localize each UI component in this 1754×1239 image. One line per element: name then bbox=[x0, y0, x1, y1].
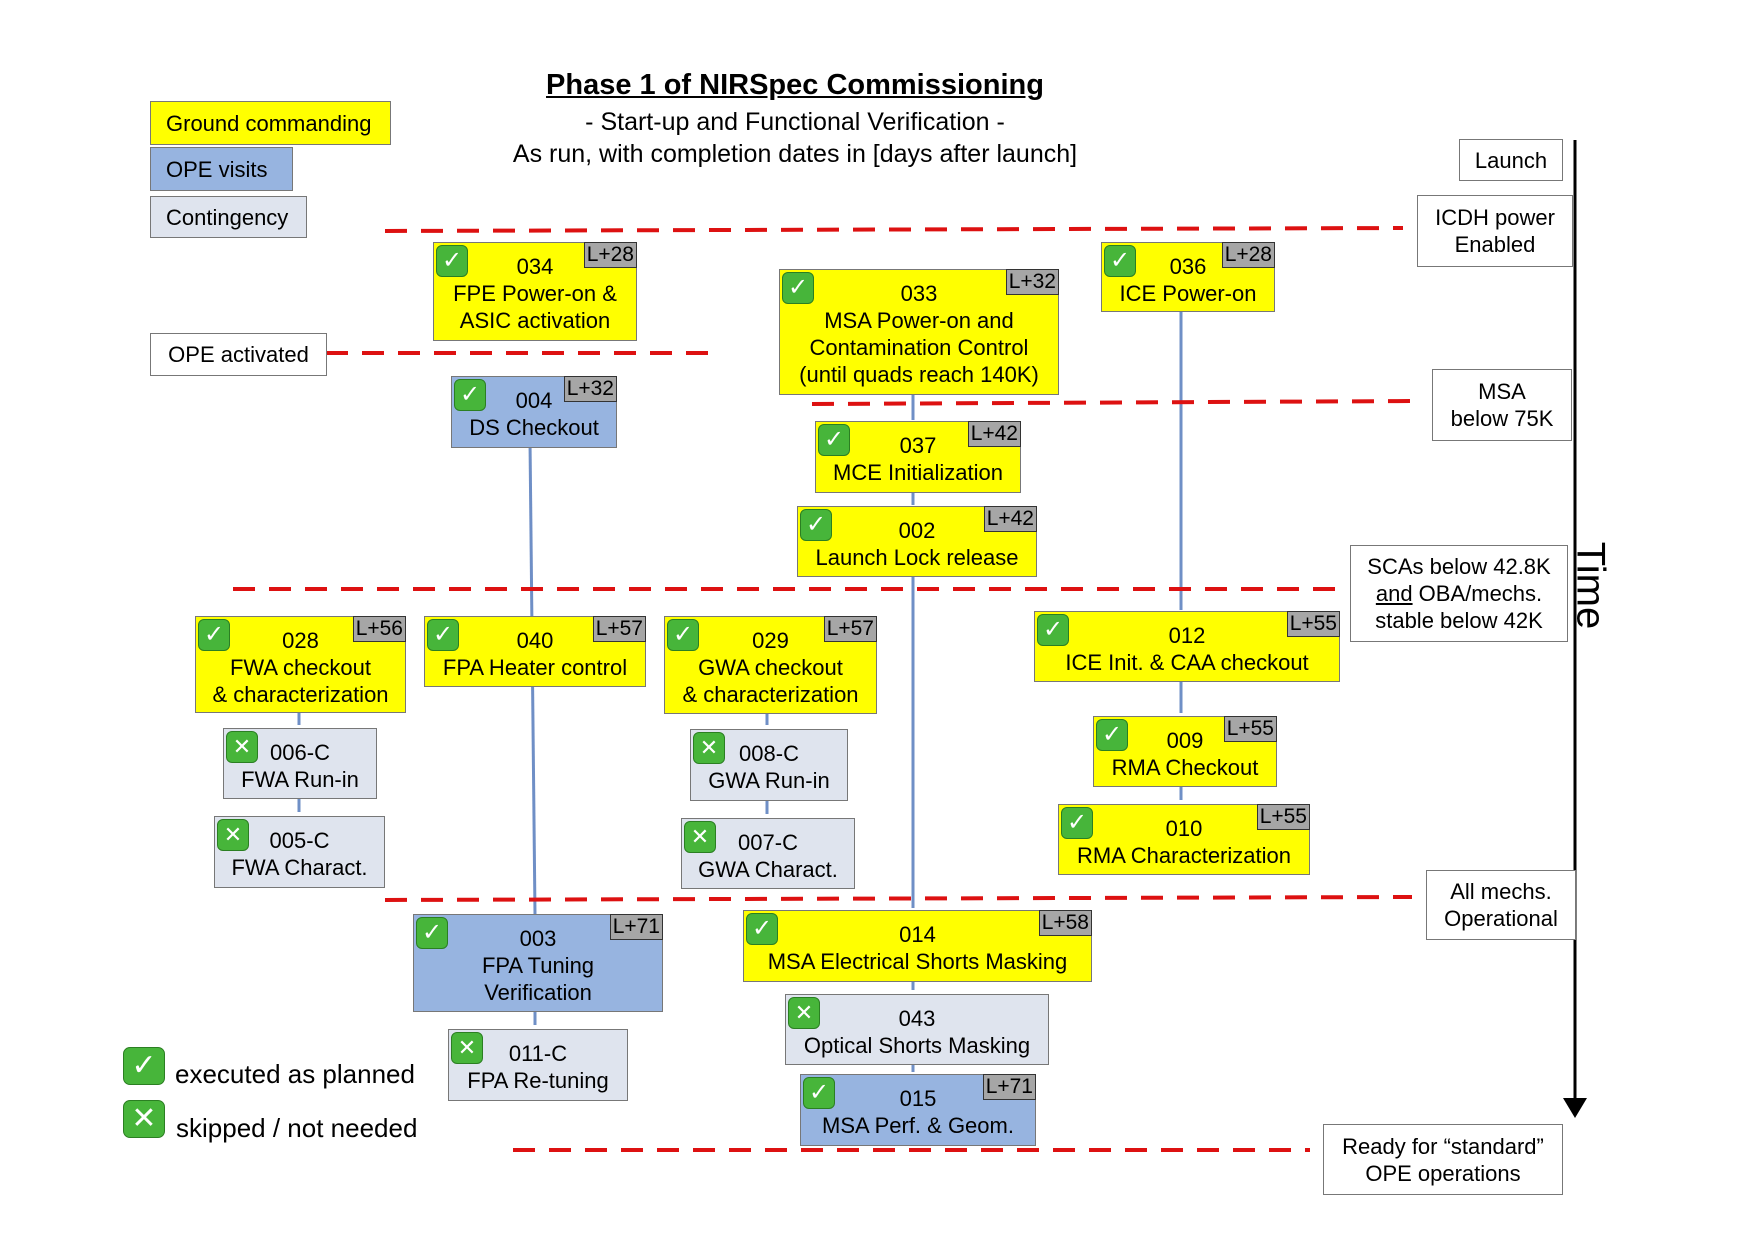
skipped-icon: ✕ bbox=[217, 819, 249, 851]
legend-ground-commanding: Ground commanding bbox=[150, 101, 391, 145]
activity-002: ✓ L+42 002 Launch Lock release bbox=[797, 506, 1037, 577]
skipped-icon: ✕ bbox=[451, 1032, 483, 1064]
milestone-line-msa bbox=[811, 399, 1419, 406]
activity-014: ✓ L+58 014 MSA Electrical Shorts Masking bbox=[743, 910, 1092, 982]
completion-date-badge: L+57 bbox=[823, 616, 877, 642]
time-axis-label: Time bbox=[1568, 541, 1613, 630]
completion-date-badge: L+55 bbox=[1286, 611, 1340, 637]
activity-008-c: ✕ 008-C GWA Run-in bbox=[690, 729, 848, 801]
activity-029: ✓ L+57 029 GWA checkout & characterizati… bbox=[664, 616, 877, 714]
milestone-ready-ope-operations: Ready for “standard”OPE operations bbox=[1323, 1124, 1563, 1195]
check-icon: ✓ bbox=[800, 509, 832, 541]
completion-date-badge: L+71 bbox=[982, 1074, 1036, 1100]
completion-date-badge: L+57 bbox=[592, 616, 646, 642]
check-icon: ✓ bbox=[123, 1047, 165, 1085]
completion-date-badge: L+32 bbox=[563, 376, 617, 402]
check-icon: ✓ bbox=[667, 619, 699, 651]
diagram-subtitle: - Start-up and Functional Verification - bbox=[585, 108, 1005, 136]
completion-date-badge: L+56 bbox=[352, 616, 406, 642]
activity-012: ✓ L+55 012 ICE Init. & CAA checkout bbox=[1034, 611, 1340, 682]
activity-010: ✓ L+55 010 RMA Characterization bbox=[1058, 804, 1310, 875]
milestone-line-mechs bbox=[384, 895, 1413, 902]
legend-ope-visits: OPE visits bbox=[150, 147, 293, 191]
check-icon: ✓ bbox=[1037, 614, 1069, 646]
completion-date-badge: L+71 bbox=[609, 914, 663, 940]
check-icon: ✓ bbox=[1096, 719, 1128, 751]
activity-033: ✓ L+32 033 MSA Power-on and Contaminatio… bbox=[779, 269, 1059, 395]
legend-skipped-not-needed: skipped / not needed bbox=[176, 1113, 418, 1143]
check-icon: ✓ bbox=[416, 917, 448, 949]
skipped-icon: ✕ bbox=[693, 732, 725, 764]
activity-003: ✓ L+71 003 FPA Tuning Verification bbox=[413, 914, 663, 1012]
milestone-line-icdh bbox=[384, 226, 1404, 233]
check-icon: ✓ bbox=[1104, 245, 1136, 277]
legend-contingency: Contingency bbox=[150, 196, 307, 238]
diagram-subtitle-2: As run, with completion dates in [days a… bbox=[512, 140, 1078, 168]
completion-date-badge: L+32 bbox=[1005, 269, 1059, 295]
skipped-icon: ✕ bbox=[788, 997, 820, 1029]
activity-005-c: ✕ 005-C FWA Charact. bbox=[214, 816, 385, 888]
activity-034: ✓ L+28 034 FPE Power-on & ASIC activatio… bbox=[433, 242, 637, 341]
completion-date-badge: L+42 bbox=[967, 421, 1021, 447]
activity-028: ✓ L+56 028 FWA checkout & characterizati… bbox=[195, 616, 406, 713]
milestone-launch: Launch bbox=[1459, 139, 1563, 181]
check-icon: ✓ bbox=[1061, 807, 1093, 839]
check-icon: ✓ bbox=[427, 619, 459, 651]
activity-043: ✕ 043 Optical Shorts Masking bbox=[785, 994, 1049, 1065]
completion-date-badge: L+58 bbox=[1038, 910, 1092, 936]
activity-011-c: ✕ 011-C FPA Re-tuning bbox=[448, 1029, 628, 1101]
time-arrow-head bbox=[1563, 1098, 1587, 1118]
check-icon: ✓ bbox=[198, 619, 230, 651]
skipped-icon: ✕ bbox=[226, 731, 258, 763]
activity-015: ✓ L+71 015 MSA Perf. & Geom. bbox=[800, 1074, 1036, 1146]
check-icon: ✓ bbox=[782, 272, 814, 304]
check-icon: ✓ bbox=[818, 424, 850, 456]
activity-040: ✓ L+57 040 FPA Heater control bbox=[424, 616, 646, 687]
activity-037: ✓ L+42 037 MCE Initialization bbox=[815, 421, 1021, 493]
milestone-ope-activated: OPE activated bbox=[150, 333, 327, 376]
check-icon: ✓ bbox=[746, 913, 778, 945]
activity-036: ✓ L+28 036 ICE Power-on bbox=[1101, 242, 1275, 312]
activity-007-c: ✕ 007-C GWA Charact. bbox=[681, 818, 855, 889]
check-icon: ✓ bbox=[436, 245, 468, 277]
skipped-icon: ✕ bbox=[684, 821, 716, 853]
check-icon: ✓ bbox=[803, 1077, 835, 1109]
milestone-all-mechs-operational: All mechs.Operational bbox=[1426, 870, 1576, 940]
completion-date-badge: L+28 bbox=[1221, 242, 1275, 268]
activity-006-c: ✕ 006-C FWA Run-in bbox=[223, 728, 377, 799]
activity-004: ✓ L+32 004 DS Checkout bbox=[451, 376, 617, 448]
check-icon: ✓ bbox=[454, 379, 486, 411]
activity-009: ✓ L+55 009 RMA Checkout bbox=[1093, 716, 1277, 787]
completion-date-badge: L+55 bbox=[1256, 804, 1310, 830]
completion-date-badge: L+28 bbox=[583, 242, 637, 268]
completion-date-badge: L+42 bbox=[983, 506, 1037, 532]
completion-date-badge: L+55 bbox=[1223, 716, 1277, 742]
legend-executed-as-planned: executed as planned bbox=[175, 1059, 415, 1089]
skipped-icon: ✕ bbox=[123, 1100, 165, 1138]
diagram-title: Phase 1 of NIRSpec Commissioning bbox=[546, 69, 1044, 101]
